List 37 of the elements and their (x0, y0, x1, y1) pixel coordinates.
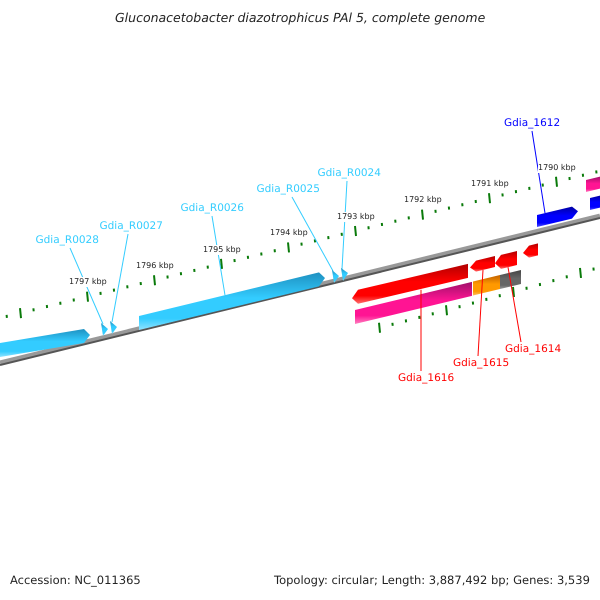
gene-label: Gdia_R0024 (318, 168, 381, 178)
gene-label: Gdia_R0027 (100, 220, 163, 231)
gene-segment (341, 268, 348, 281)
gene-label: Gdia_1615 (453, 358, 510, 368)
tick-label: 1793 kbp (337, 212, 375, 222)
gene-segment (537, 206, 578, 227)
leader-line (342, 180, 348, 270)
gene-label: Gdia_1612 (504, 118, 560, 128)
gene-label: Gdia_1616 (398, 372, 454, 383)
tick-label: 1792 kbp (404, 195, 442, 206)
leader-line (112, 234, 128, 322)
leader-line (292, 196, 334, 272)
leader-line (508, 266, 522, 342)
leader-line (70, 248, 104, 324)
gene-segment (495, 251, 517, 269)
gene-label: Gdia_R0025 (256, 184, 320, 194)
gene-segment (352, 264, 468, 304)
gene-label: Gdia_R0028 (36, 234, 99, 245)
tick-label: 1797 kbp (69, 277, 107, 288)
gene-label: Gdia_1614 (505, 344, 562, 354)
tick-label: 1794 kbp (270, 228, 308, 238)
gene-segment (110, 321, 117, 334)
gene-label: Gdia_R0026 (180, 202, 244, 213)
title: Gluconacetobacter diazotrophicus PAl 5, complete genome (115, 12, 486, 24)
accession-text: Accession: NC_011365 (10, 575, 141, 586)
gene-segment (139, 272, 325, 330)
leader-line (532, 130, 546, 214)
tick-label: 1790 kbp (538, 162, 576, 173)
leader-line (212, 216, 226, 296)
tick-label: 1796 kbp (136, 261, 174, 272)
gene-segment (332, 270, 339, 283)
leader-line (420, 289, 422, 372)
tick-label: 1791 kbp (471, 178, 509, 189)
tick-label: 1795 kbp (203, 244, 241, 255)
gene-segment (101, 323, 108, 336)
genome-info-text: Topology: circular; Length: 3,887,492 bp; Genes: 3,539 (274, 575, 590, 586)
gene-segment (470, 256, 495, 272)
